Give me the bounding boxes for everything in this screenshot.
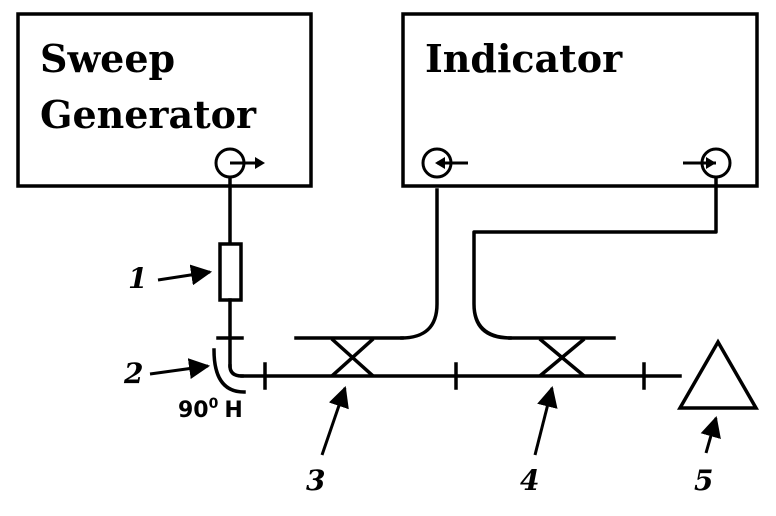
callout-arrow-5 [700, 415, 721, 454]
indicator-block: Indicator [401, 12, 759, 188]
callout-label-1: 1 [128, 262, 147, 295]
callout-label-3: 3 [306, 464, 325, 497]
h-bend-outer [212, 348, 246, 394]
callout-arrow-1 [157, 264, 213, 286]
input-port-left-icon [421, 147, 468, 179]
sweep-generator-block: Sweep Generator [16, 12, 313, 188]
callout-label-5: 5 [694, 464, 713, 497]
h-bend-inner [228, 364, 244, 378]
bend-plane: H [224, 398, 242, 423]
callout-arrow-3 [320, 386, 349, 456]
sweep-generator-box [16, 12, 313, 188]
bend-degree: 0 [209, 396, 219, 412]
indicator-label: Indicator [425, 36, 623, 81]
attenuator-component [218, 242, 243, 302]
directional-coupler-1 [294, 188, 439, 378]
bend-angle: 90 [178, 398, 209, 423]
sweep-generator-label-line1: Sweep [40, 36, 175, 81]
sweep-generator-label-line2: Generator [40, 92, 257, 137]
indicator-box [401, 12, 759, 188]
callout-label-2: 2 [123, 357, 143, 390]
callout-label-4: 4 [520, 464, 539, 497]
directional-coupler-2 [472, 176, 718, 378]
callout-arrow-2 [149, 358, 211, 379]
callout-arrow-4 [533, 385, 558, 456]
load-component [676, 338, 760, 410]
